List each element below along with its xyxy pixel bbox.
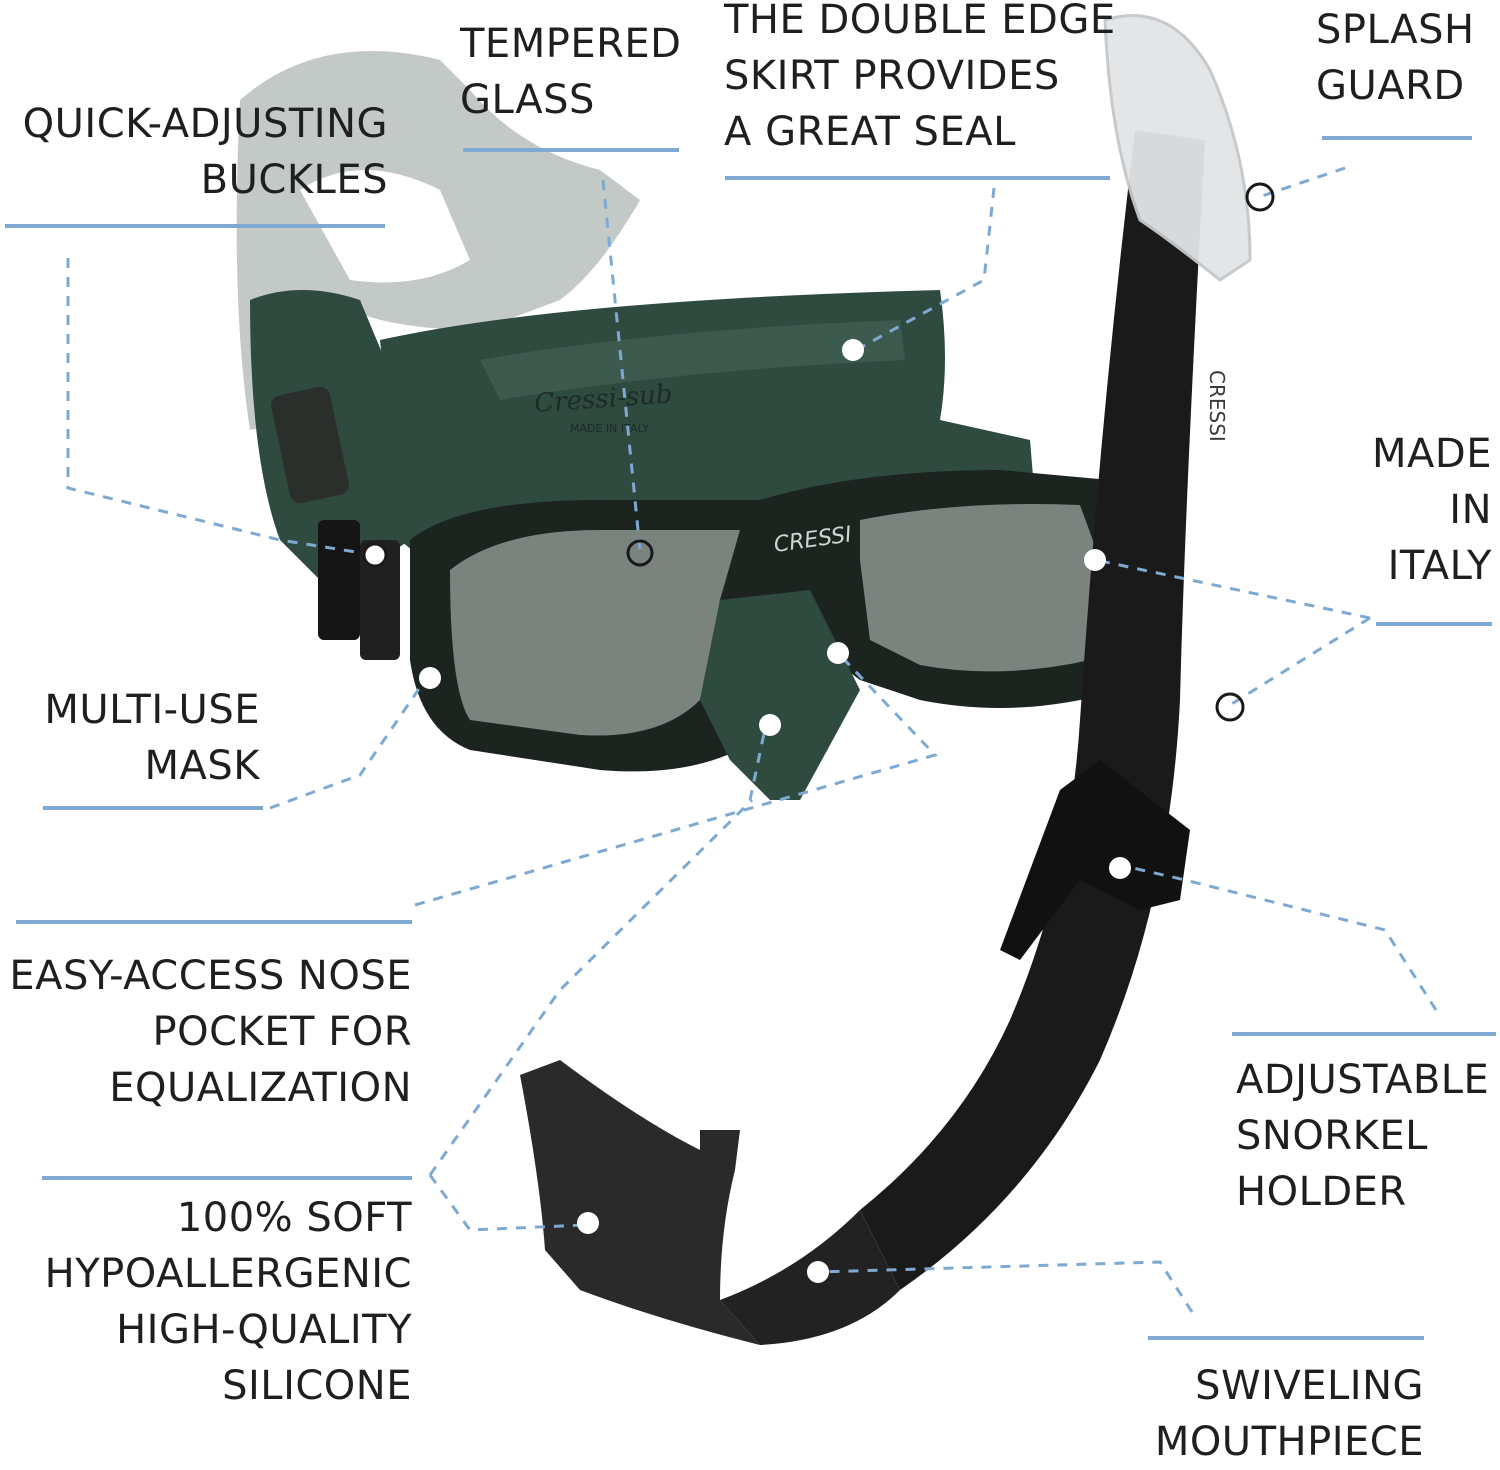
underline-holder-top bbox=[1232, 1032, 1496, 1036]
dot-mouthpiece bbox=[807, 1261, 829, 1283]
underline-silicone-top bbox=[42, 1176, 412, 1180]
underline-italy bbox=[1376, 622, 1492, 626]
underline-buckles bbox=[5, 224, 385, 228]
underline-mask bbox=[43, 806, 263, 810]
snorkel-mouthpiece bbox=[520, 1060, 760, 1345]
dot-mask bbox=[419, 667, 441, 689]
dot-skirt bbox=[842, 339, 864, 361]
connector-mask bbox=[269, 679, 427, 810]
label-made-in-italy: MADE IN ITALY bbox=[1372, 431, 1492, 589]
dot-nose-b bbox=[759, 714, 781, 736]
connector-lines bbox=[66, 166, 1438, 1313]
dot-buckles bbox=[362, 542, 388, 568]
connector-silicone-mouth bbox=[428, 1174, 586, 1232]
label-splash-guard: SPLASH GUARD bbox=[1316, 7, 1475, 109]
label-quick-adjusting-buckles: QUICK-ADJUSTING BUCKLES bbox=[22, 101, 388, 203]
label-swiveling-mouthpiece: SWIVELING MOUTHPIECE bbox=[1154, 1363, 1424, 1465]
underline-skirt bbox=[725, 176, 1110, 180]
mask-skirt-made: MADE IN ITALY bbox=[570, 422, 649, 435]
mask-skirt-highlight bbox=[480, 320, 905, 400]
connector-nose-a bbox=[414, 651, 938, 907]
connector-glass bbox=[601, 179, 642, 551]
label-multi-use-mask: MULTI-USE MASK bbox=[44, 687, 260, 789]
underline-mouthpiece-top bbox=[1148, 1336, 1424, 1340]
mask-lens-left bbox=[450, 530, 740, 736]
mask-lens-right bbox=[860, 504, 1100, 672]
callout-dots bbox=[362, 182, 1275, 1283]
connector-buckles bbox=[66, 258, 376, 557]
label-double-edge-skirt: THE DOUBLE EDGE SKIRT PROVIDES A GREAT S… bbox=[724, 0, 1116, 155]
mask-buckle-upper bbox=[271, 386, 349, 504]
dot-holder bbox=[1109, 857, 1131, 879]
dot-splash bbox=[1245, 182, 1275, 212]
connector-silicone bbox=[428, 798, 754, 1176]
connector-italy-mask bbox=[1095, 558, 1371, 620]
connector-holder bbox=[1119, 863, 1438, 1011]
dot-glass bbox=[626, 539, 654, 567]
underline-glass bbox=[463, 148, 679, 152]
mask-head-strap-inner bbox=[300, 170, 470, 283]
label-adjustable-snorkel-holder: ADJUSTABLE SNORKEL HOLDER bbox=[1236, 1057, 1490, 1215]
mask-side-strap bbox=[250, 290, 440, 580]
dot-italy-snorkel bbox=[1215, 692, 1245, 722]
snorkel-tube-logo: CRESSI bbox=[1205, 370, 1229, 442]
label-tempered-glass: TEMPERED GLASS bbox=[460, 21, 682, 123]
dot-italy-mask bbox=[1084, 549, 1106, 571]
dot-silicone bbox=[577, 1212, 599, 1234]
mask-nose-pocket bbox=[700, 590, 860, 800]
snorkel-splash-guard bbox=[1103, 14, 1252, 282]
mask-buckle-lower bbox=[318, 520, 360, 640]
mask-buckle-logo-plate bbox=[360, 540, 400, 660]
label-easy-access-nose-pocket: EASY-ACCESS NOSE POCKET FOR EQUALIZATION bbox=[9, 953, 412, 1111]
connector-splash bbox=[1261, 166, 1346, 198]
label-hypoallergenic-silicone: 100% SOFT HYPOALLERGENIC HIGH-QUALITY SI… bbox=[44, 1195, 412, 1409]
dot-nose-a bbox=[827, 642, 849, 664]
underline-splash bbox=[1322, 136, 1472, 140]
connector-italy-snorkel bbox=[1229, 616, 1371, 707]
underline-nose-top bbox=[16, 920, 412, 924]
connector-nose-b bbox=[748, 723, 768, 801]
snorkel-tube bbox=[860, 130, 1205, 1290]
snorkel-holder-clip bbox=[1000, 760, 1190, 960]
connector-mouthpiece bbox=[817, 1260, 1194, 1313]
